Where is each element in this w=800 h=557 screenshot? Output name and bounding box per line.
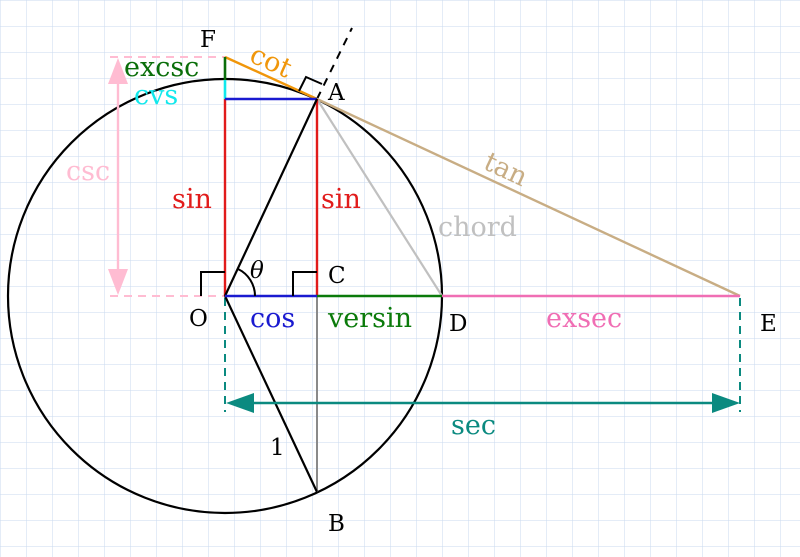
csc-arrowhead-bottom: [108, 269, 128, 295]
sec-arrowhead-left: [226, 393, 254, 413]
label-excsc: excsc: [124, 52, 199, 83]
right-angle-marker-C: [292, 271, 317, 296]
label-cos: cos: [250, 303, 295, 334]
label-exsec: exsec: [546, 303, 622, 334]
point-label-E: E: [760, 311, 777, 337]
right-angle-marker-O: [200, 271, 225, 296]
label-tan: tan: [479, 146, 532, 193]
chord-segment: [316, 98, 443, 297]
point-label-F: F: [200, 27, 216, 53]
label-sin-left: sin: [172, 184, 212, 215]
label-theta: θ: [250, 258, 264, 284]
point-label-C: C: [328, 263, 346, 289]
label-chord: chord: [438, 212, 517, 243]
sec-arrowhead-right: [712, 393, 740, 413]
label-versin: versin: [327, 303, 412, 334]
label-cot: cot: [245, 39, 296, 85]
radius-OB: [224, 295, 318, 493]
theta-angle-arc: [237, 268, 256, 297]
point-label-D: D: [449, 311, 467, 337]
cot-segment: [224, 55, 318, 101]
point-label-A: A: [327, 80, 345, 106]
label-sin-right: sin: [321, 184, 361, 215]
tan-segment: [316, 97, 741, 298]
radius-OA: [224, 98, 318, 297]
label-csc: csc: [66, 156, 110, 187]
secant-extension-dashed: [316, 27, 353, 100]
label-cvs: cvs: [134, 80, 178, 111]
right-angle-marker-A: [298, 75, 323, 92]
point-label-B: B: [328, 511, 345, 537]
csc-arrowhead-top: [108, 58, 128, 84]
point-label-O: O: [189, 306, 208, 332]
label-sec: sec: [451, 410, 496, 441]
label-radius-one: 1: [270, 435, 285, 461]
